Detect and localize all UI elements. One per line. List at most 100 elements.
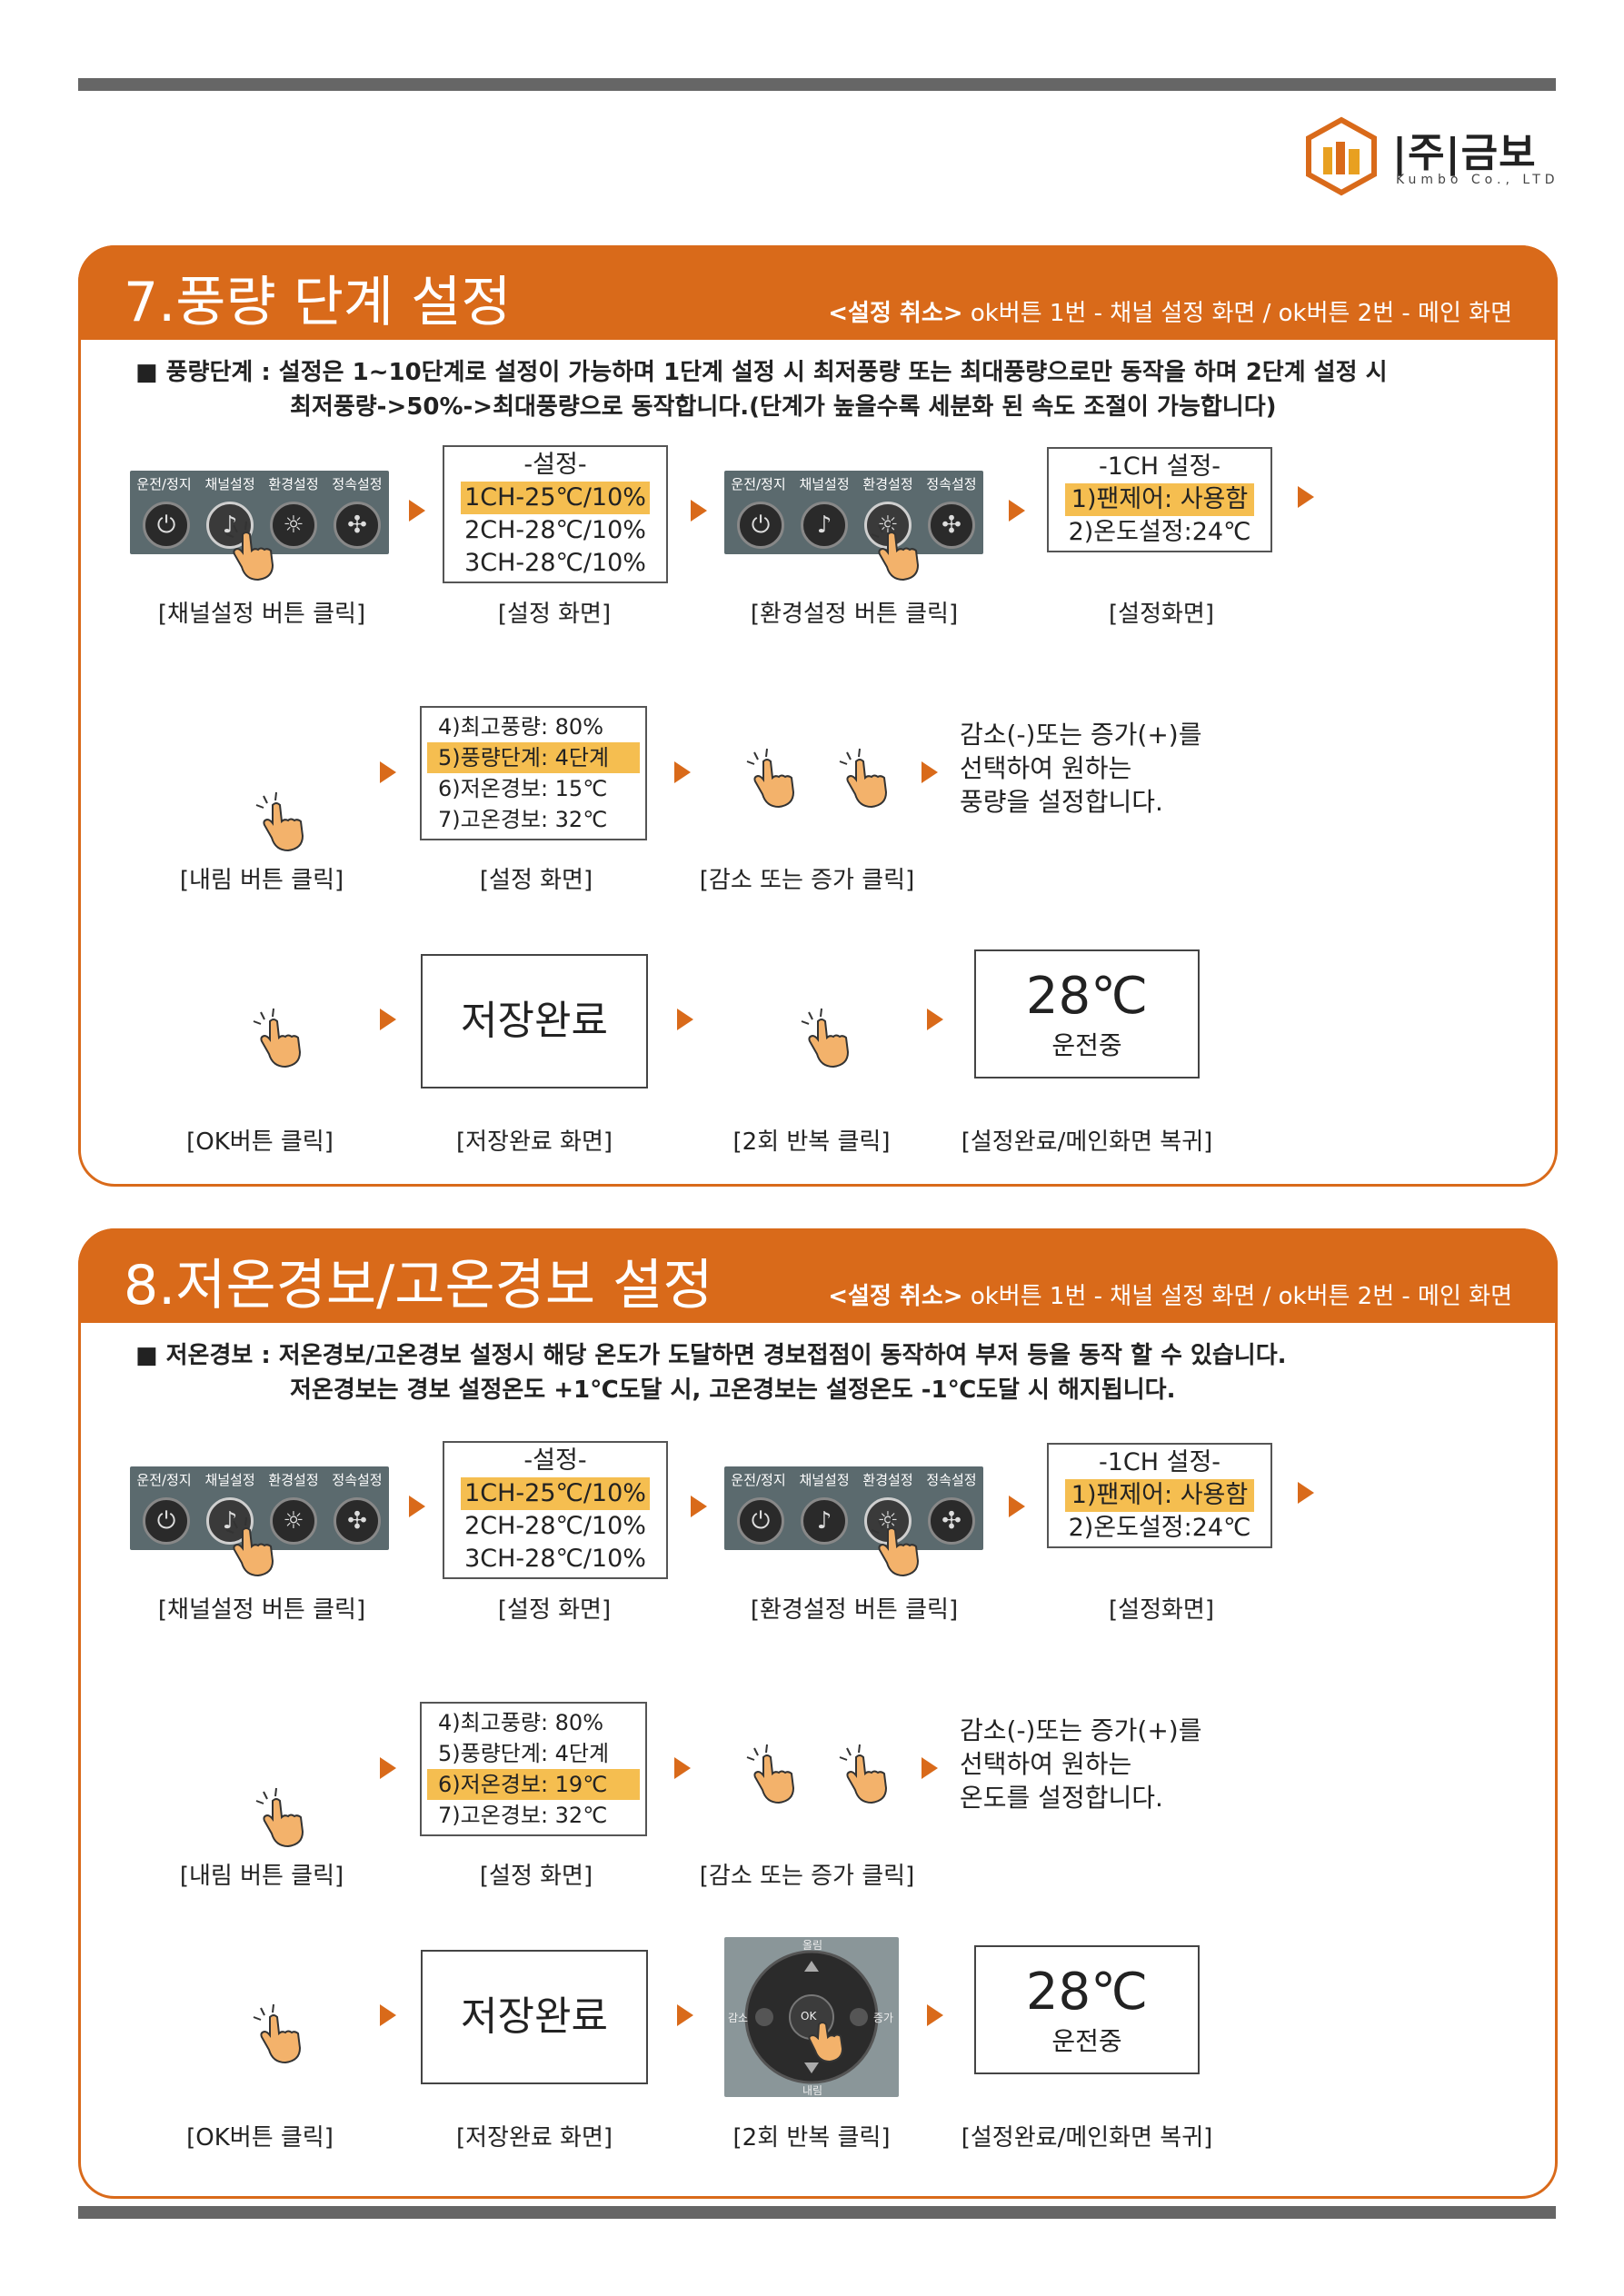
sun-icon[interactable]: ☼ xyxy=(864,1497,912,1545)
screen-row: 3CH-28℃/10% xyxy=(464,549,646,577)
caption: [환경설정 버튼 클릭] xyxy=(750,1596,959,1624)
screen-row: 1)팬제어: 사용함 xyxy=(1065,1479,1254,1512)
screen-row: 4)최고풍량: 80% xyxy=(438,1710,604,1735)
flow-arrow-icon xyxy=(409,1496,425,1517)
note-line: 온도를 설정합니다. xyxy=(960,1783,1163,1813)
cancel-label: <설정 취소> xyxy=(828,1283,963,1310)
caption: [OK버튼 클릭] xyxy=(186,1128,334,1156)
flow-arrow-icon xyxy=(674,761,691,783)
caption: [설정 화면] xyxy=(479,867,593,894)
remote-left-label: 감소 xyxy=(728,2012,749,2024)
panel-label: 채널설정 xyxy=(799,476,850,492)
flow-arrow-icon xyxy=(677,1009,693,1030)
down-button-hand-icon xyxy=(253,790,316,854)
flow-arrow-icon xyxy=(1298,1482,1314,1504)
caption: [저장완료 화면] xyxy=(455,1128,613,1156)
screen-row: 2CH-28℃/10% xyxy=(464,1512,646,1540)
cancel-label: <설정 취소> xyxy=(828,300,963,327)
power-icon[interactable]: ⏻ xyxy=(737,1497,784,1545)
panel-label: 정속설정 xyxy=(332,476,383,492)
down-button-hand-icon xyxy=(253,1786,316,1850)
caption: [채널설정 버튼 클릭] xyxy=(157,601,366,628)
flow-arrow-icon xyxy=(677,2004,693,2026)
panel-label: 운전/정지 xyxy=(731,476,786,492)
repeat-click-hand-icon xyxy=(798,1007,862,1070)
save-complete-screen: 저장완료 xyxy=(421,954,648,1088)
ok-button-hand-icon xyxy=(250,2003,314,2066)
section-cancel-note: <설정 취소> ok버튼 1번 - 채널 설정 화면 / ok버튼 2번 - 메… xyxy=(828,1277,1512,1311)
pointer-hand-icon xyxy=(223,520,286,583)
remote-ok-label[interactable]: OK xyxy=(801,2010,817,2023)
main-temperature: 28℃ xyxy=(1025,1963,1149,2022)
screen-row: 1)팬제어: 사용함 xyxy=(1065,483,1254,516)
screen-row: 2CH-28℃/10% xyxy=(464,516,646,544)
caption: [감소 또는 증가 클릭] xyxy=(699,1863,915,1890)
fan-icon[interactable]: ✣ xyxy=(928,502,975,549)
fan-icon[interactable]: ✣ xyxy=(334,502,381,549)
sun-icon[interactable]: ☼ xyxy=(270,1497,317,1545)
flow-arrow-icon xyxy=(380,1009,396,1030)
increase-hand-icon xyxy=(836,747,900,810)
fan-icon[interactable]: ✣ xyxy=(928,1497,975,1545)
note-line: 선택하여 원하는 xyxy=(960,753,1132,783)
power-icon[interactable]: ⏻ xyxy=(143,502,190,549)
logo-sub: Kumbo Co., LTD xyxy=(1396,173,1559,187)
power-icon[interactable]: ⏻ xyxy=(737,502,784,549)
decrease-hand-icon xyxy=(743,747,807,810)
screen-row: 5)풍량단계: 4단계 xyxy=(438,1741,610,1766)
save-complete-screen: 저장완료 xyxy=(421,1950,648,2084)
power-icon[interactable]: ⏻ xyxy=(143,1497,190,1545)
save-text: 저장완료 xyxy=(461,1993,608,2040)
caption: [환경설정 버튼 클릭] xyxy=(750,601,959,628)
increase-hand-icon xyxy=(836,1743,900,1806)
panel-label: 환경설정 xyxy=(268,476,319,492)
flow-arrow-icon xyxy=(691,1496,707,1517)
main-status: 운전중 xyxy=(1051,1030,1122,1060)
flow-arrow-icon xyxy=(674,1757,691,1779)
ok-button-hand-icon xyxy=(250,1007,314,1070)
flow-arrow-icon xyxy=(380,1757,396,1779)
pointer-hand-icon xyxy=(868,520,932,583)
note-line: 감소(-)또는 증가(+)를 xyxy=(960,1715,1202,1745)
flow-arrow-icon xyxy=(409,500,425,522)
logo-hex-icon xyxy=(1306,116,1377,196)
remote-down-label: 내림 xyxy=(802,2084,823,2097)
channel-icon[interactable]: ♪ xyxy=(801,1497,848,1545)
screen-row: 7)고온경보: 32℃ xyxy=(438,807,608,832)
caption: [설정화면] xyxy=(1109,601,1214,628)
save-text: 저장완료 xyxy=(461,998,608,1044)
caption: [채널설정 버튼 클릭] xyxy=(157,1596,366,1624)
company-logo: |주|금보 Kumbo Co., LTD xyxy=(1301,116,1555,198)
flow-arrow-icon xyxy=(380,2004,396,2026)
top-divider xyxy=(78,78,1556,91)
section-header: 7.풍량 단계 설정 <설정 취소> ok버튼 1번 - 채널 설정 화면 / … xyxy=(78,245,1558,340)
remote-right-label: 증가 xyxy=(873,2012,894,2024)
flow-arrow-icon xyxy=(1298,486,1314,508)
caption: [OK버튼 클릭] xyxy=(186,2124,334,2152)
logo-name: |주|금보 xyxy=(1392,130,1537,176)
screen-row: 1CH-25℃/10% xyxy=(461,482,650,514)
panel-label: 운전/정지 xyxy=(136,476,192,492)
sun-icon[interactable]: ☼ xyxy=(270,502,317,549)
panel-label: 환경설정 xyxy=(268,1472,319,1488)
decrease-hand-icon xyxy=(743,1743,807,1806)
panel-label: 채널설정 xyxy=(204,1472,255,1488)
screen-row: 2)온도설정:24℃ xyxy=(1068,518,1251,546)
channel-icon[interactable]: ♪ xyxy=(801,502,848,549)
fan-icon[interactable]: ✣ xyxy=(334,1497,381,1545)
flow-arrow-icon xyxy=(1009,1496,1025,1517)
caption: [설정 화면] xyxy=(497,1596,612,1624)
screen-row: 3CH-28℃/10% xyxy=(464,1545,646,1573)
